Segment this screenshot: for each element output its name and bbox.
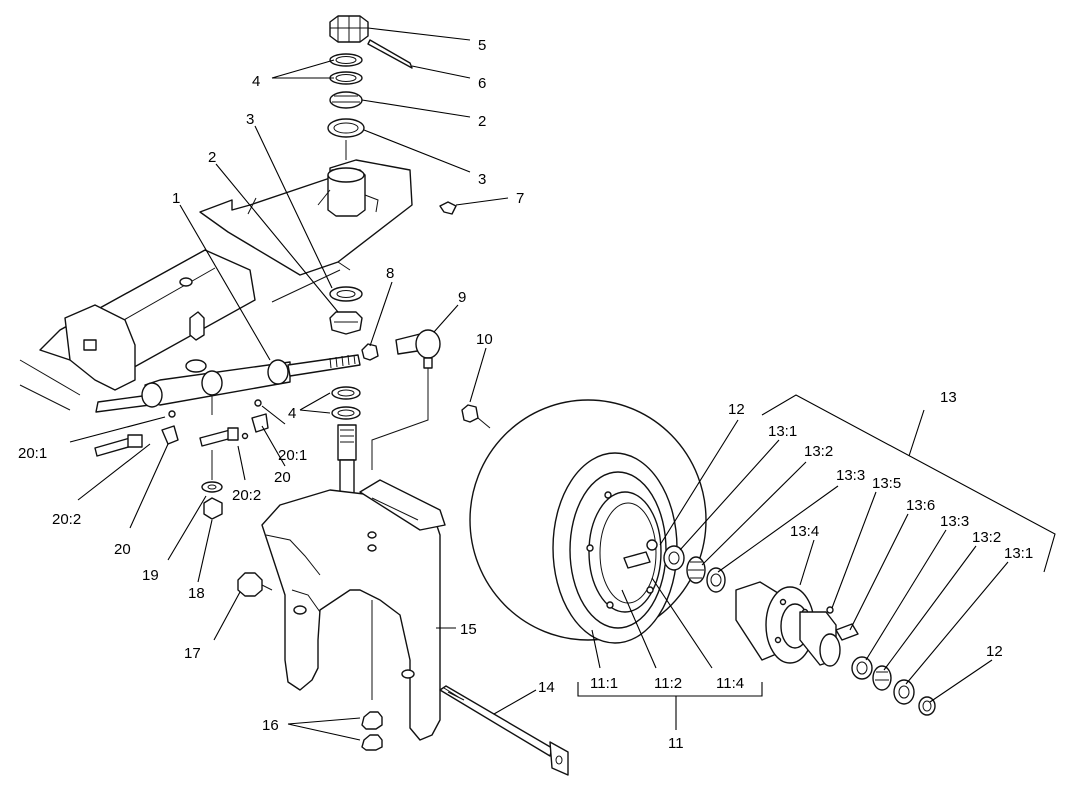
label-1: 1: [172, 190, 180, 207]
label-20-1-right: 20:1: [278, 447, 307, 464]
label-13: 13: [940, 389, 957, 406]
label-13-5: 13:5: [872, 475, 901, 492]
spindle-housing: [317, 167, 379, 217]
label-11: 11: [668, 735, 684, 752]
label-2-left: 2: [208, 149, 216, 166]
label-20-left: 20: [114, 541, 131, 558]
tie-rod-end: [361, 329, 441, 470]
frame-hole: [179, 277, 193, 287]
label-11-4: 11:4: [716, 675, 744, 692]
label-20-2-left: 20:2: [52, 511, 81, 528]
label-12-bottom: 12: [986, 643, 1003, 660]
tie-rod-assembly: [95, 354, 361, 413]
label-2-top: 2: [478, 113, 486, 130]
lower-bearing: [329, 286, 363, 335]
label-13-3-bottom: 13:3: [940, 513, 969, 530]
label-15: 15: [460, 621, 477, 638]
label-5: 5: [478, 37, 486, 54]
label-19: 19: [142, 567, 159, 584]
label-3-left: 3: [246, 111, 254, 128]
label-20-1-left: 20:1: [18, 445, 47, 462]
label-10: 10: [476, 331, 493, 348]
label-12-top: 12: [728, 401, 745, 418]
axle-bolt: [439, 685, 569, 776]
wheel-assembly: [469, 399, 707, 644]
label-7: 7: [516, 190, 524, 207]
label-11-2: 11:2: [654, 675, 682, 692]
label-13-2-top: 13:2: [804, 443, 833, 460]
label-20-right: 20: [274, 469, 291, 486]
label-9: 9: [458, 289, 466, 306]
label-4: 4: [252, 73, 260, 90]
label-13-4: 13:4: [790, 523, 819, 540]
kingpin-top-hardware: [327, 15, 413, 160]
label-14: 14: [538, 679, 555, 696]
fork-nuts: [237, 572, 383, 751]
nut-10: [461, 404, 479, 423]
hub-assembly: [663, 545, 936, 716]
label-8: 8: [386, 265, 394, 282]
frame-bracket-slot: [83, 339, 97, 351]
label-13-3-top: 13:3: [836, 467, 865, 484]
grease-fitting: [439, 201, 457, 215]
label-20-2-right: 20:2: [232, 487, 261, 504]
label-11-1: 11:1: [590, 675, 618, 692]
leader-lines: [69, 27, 1056, 741]
fork-assembly: [261, 479, 446, 741]
hydraulic-fittings: [94, 395, 269, 520]
label-16: 16: [262, 717, 279, 734]
spindle-washers: [331, 386, 361, 420]
label-6: 6: [478, 75, 486, 92]
label-18: 18: [188, 585, 205, 602]
label-13-2-bottom: 13:2: [972, 529, 1001, 546]
label-4-lower: 4: [288, 405, 296, 422]
label-13-6: 13:6: [906, 497, 935, 514]
label-13-1-bottom: 13:1: [1004, 545, 1033, 562]
label-13-1-top: 13:1: [768, 423, 797, 440]
label-3-right: 3: [478, 171, 486, 188]
label-17: 17: [184, 645, 201, 662]
part-labels: 5 4 6 2 3 3 2 1 7 8 9 10 4 20:1 20:1 20 …: [18, 37, 1033, 752]
